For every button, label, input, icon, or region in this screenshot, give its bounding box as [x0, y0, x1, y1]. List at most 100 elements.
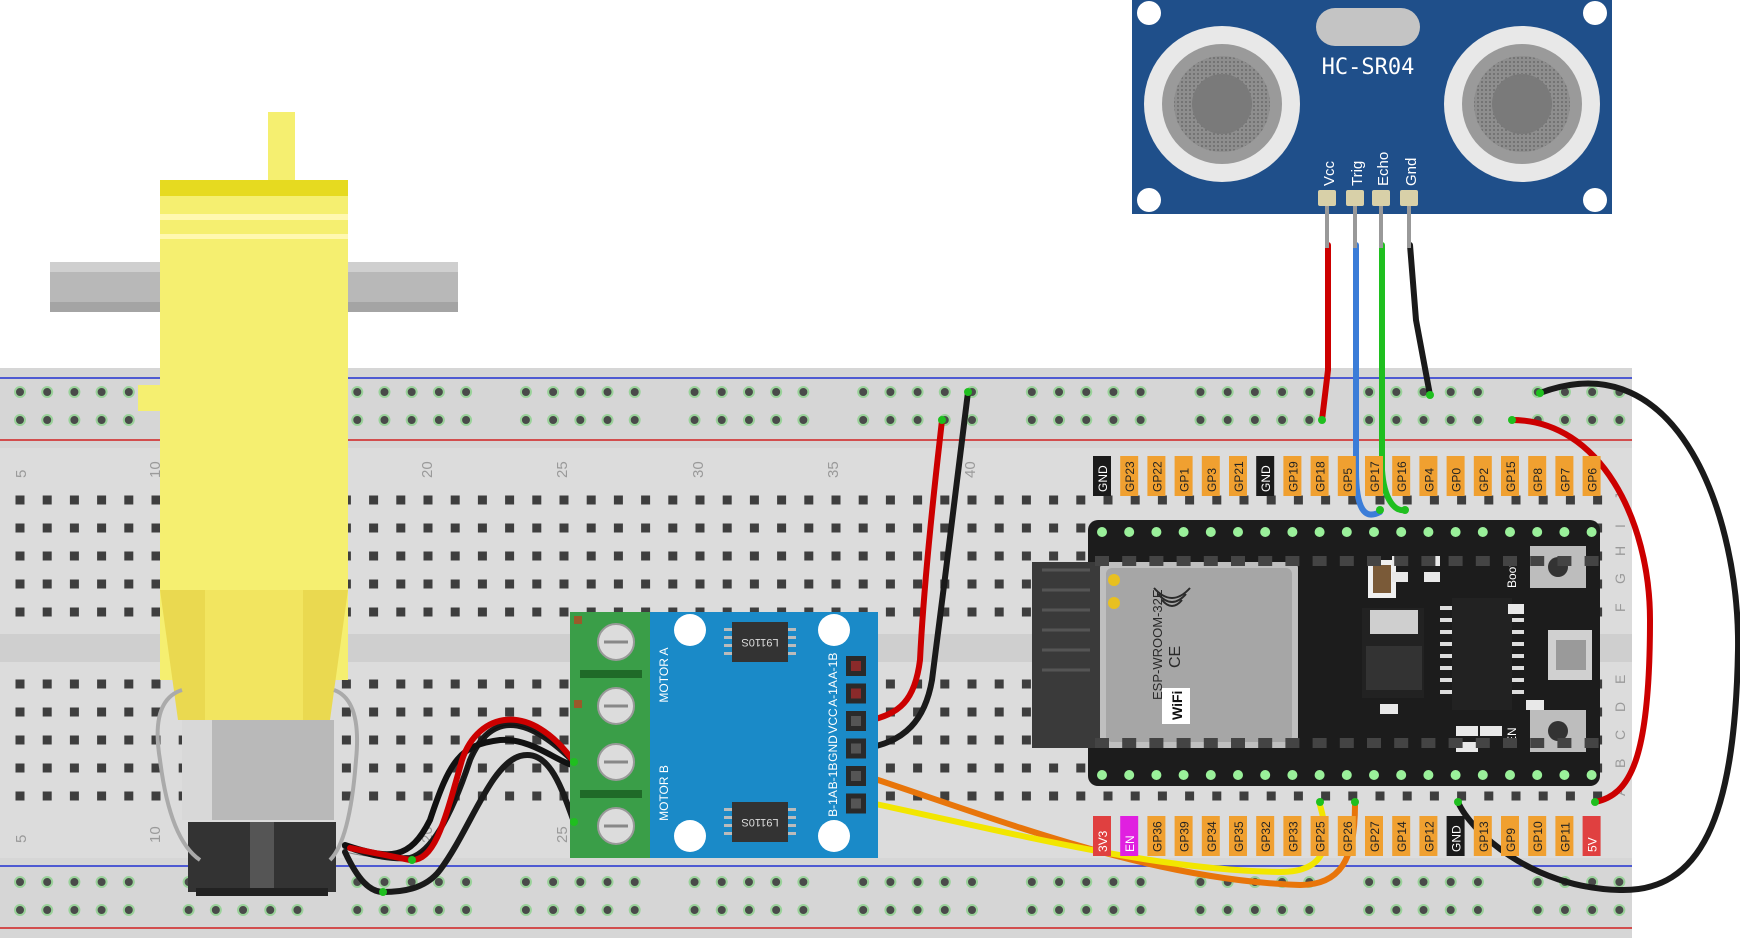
breadboard-hole	[967, 495, 977, 505]
breadboard-hole	[1538, 791, 1548, 801]
esp32-pin-label: GND	[1450, 825, 1464, 852]
breadboard-hole	[69, 579, 79, 589]
breadboard-hole	[42, 579, 52, 589]
breadboard-hole	[831, 551, 841, 561]
esp32-pin	[1505, 770, 1515, 780]
breadboard-hole	[341, 679, 351, 689]
driver-chip-top	[732, 622, 788, 662]
breadboard-hole	[369, 495, 379, 505]
breadboard-hole	[369, 679, 379, 689]
pin-label-bg	[1283, 816, 1302, 856]
breadboard-hole	[913, 579, 923, 589]
breadboard-hole	[42, 763, 52, 773]
esp32-pin	[1151, 527, 1162, 537]
row-letter: C	[1612, 730, 1628, 740]
pin-label-bg	[1174, 456, 1193, 496]
pin-label-bg	[1310, 816, 1329, 856]
breadboard-hole	[967, 579, 977, 589]
breadboard-hole	[641, 523, 651, 533]
breadboard-hole	[69, 495, 79, 505]
breadboard-hole	[42, 735, 52, 745]
breadboard-hole	[15, 707, 25, 717]
esp32-pin-label: GP34	[1205, 821, 1219, 852]
chip-label: L9110S	[741, 636, 778, 648]
pin-label-bg	[1229, 456, 1247, 496]
esp32-pin-label: GP9	[1504, 828, 1518, 852]
breadboard-hole	[97, 763, 107, 773]
breadboard-hole	[151, 791, 161, 801]
row-letter: D	[1612, 702, 1628, 712]
breadboard-hole	[940, 763, 950, 773]
driver-pin-label: A-1A	[826, 680, 840, 707]
breadboard-hole	[341, 791, 351, 801]
pin-label-bg	[1337, 456, 1356, 496]
driver-pin-label: A-1B	[826, 653, 840, 680]
esp32-pin	[1586, 770, 1597, 780]
breadboard-hole	[967, 679, 977, 689]
breadboard-hole	[124, 495, 134, 505]
breadboard-hole	[804, 551, 814, 561]
breadboard-hole	[124, 523, 134, 533]
esp32-pin	[1260, 527, 1271, 537]
ce-mark: CE	[1167, 646, 1184, 668]
breadboard-hole	[994, 523, 1004, 533]
esp32-pin-label: GP26	[1341, 821, 1355, 852]
pin-label-bg	[1174, 816, 1193, 856]
pin-label-bg	[1365, 816, 1383, 856]
esp32-pin-label: GP21	[1232, 461, 1246, 492]
breadboard-hole	[477, 579, 487, 589]
esp32-pin-label: GP6	[1586, 468, 1600, 492]
breadboard-hole	[532, 763, 542, 773]
breadboard-hole	[341, 763, 351, 773]
breadboard-hole	[559, 735, 569, 745]
breadboard-hole	[477, 707, 487, 717]
row-letter: B	[1612, 759, 1628, 768]
wire-driver-gnd	[863, 389, 971, 751]
breadboard-hole	[505, 707, 515, 717]
breadboard-hole	[613, 523, 623, 533]
breadboard-hole	[341, 735, 351, 745]
breadboard-hole	[1593, 495, 1603, 505]
breadboard-hole	[994, 791, 1004, 801]
breadboard-hole	[505, 579, 515, 589]
breadboard-hole	[69, 607, 79, 617]
row-letter: H	[1612, 546, 1628, 556]
pin-label-bg	[1501, 456, 1519, 496]
pin-label-bg	[1201, 816, 1220, 856]
esp32-pin-label: GP22	[1150, 461, 1164, 492]
pin-label-bg	[1446, 456, 1465, 496]
pin-label-bg	[1120, 456, 1139, 496]
breadboard-hole	[69, 523, 79, 533]
breadboard-hole	[858, 579, 868, 589]
breadboard-hole	[42, 523, 52, 533]
pin-label-bg	[1392, 456, 1411, 496]
esp32-pin-label: GP11	[1558, 822, 1572, 852]
breadboard-hole	[15, 523, 25, 533]
breadboard-hole	[151, 707, 161, 717]
breadboard-hole	[69, 763, 79, 773]
breadboard-hole	[1538, 495, 1548, 505]
breadboard-hole	[15, 607, 25, 617]
breadboard-hole	[804, 523, 814, 533]
breadboard-hole	[1565, 791, 1575, 801]
breadboard-hole	[69, 735, 79, 745]
breadboard-hole	[450, 763, 460, 773]
breadboard-hole	[124, 551, 134, 561]
pin-label-bg	[1555, 816, 1574, 856]
breadboard-hole	[1021, 735, 1031, 745]
breadboard-hole	[695, 579, 705, 589]
breadboard-hole	[42, 679, 52, 689]
breadboard-hole	[695, 551, 705, 561]
breadboard-hole	[1021, 791, 1031, 801]
breadboard-hole	[749, 579, 759, 589]
breadboard-hole	[695, 495, 705, 505]
esp32-pin-label: GP14	[1395, 821, 1409, 852]
esp32-pin	[1586, 527, 1597, 537]
esp32-pin	[1341, 770, 1352, 780]
esp32-pin-label: GP33	[1286, 821, 1300, 852]
esp32-pin	[1532, 527, 1543, 537]
breadboard-hole	[97, 707, 107, 717]
esp32-pin	[1124, 770, 1135, 780]
esp32-pin	[1559, 527, 1570, 537]
esp32-pin	[1396, 770, 1407, 780]
